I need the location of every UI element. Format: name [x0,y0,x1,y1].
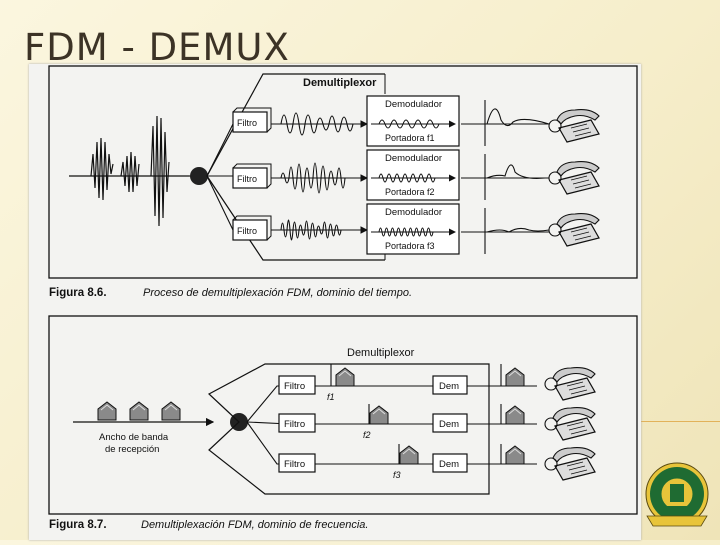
figure-8-6: Demultiplexor Filtro [48,65,638,299]
fig1-carrier-3: Portadora f3 [385,241,435,251]
fig1-filter-2: Filtro [237,174,257,184]
fig1-carrier-2: Portadora f2 [385,187,435,197]
fig2-filter-1: Filtro [284,381,305,392]
figures-svg: Demultiplexor Filtro [48,65,638,531]
fig2-freq-2: f2 [363,430,371,440]
fig2-demodulators: Dem Dem Dem [432,375,468,473]
fig2-bandwidth-line1: Ancho de banda [99,432,169,443]
fig1-caption-number: Figura 8.6. [49,287,107,299]
fig1-demod-2: Demodulador [385,153,442,164]
fig1-filtered-waves [271,112,369,241]
fig1-carrier-1: Portadora f1 [385,133,435,143]
composite-signal [69,115,189,227]
fig1-demodulators: Demodulador Demodulador Demodulador Port… [366,95,460,255]
fig2-freq-3: f3 [393,470,401,480]
slide-title: FDM - DEMUX [24,26,290,69]
fig1-split-node [190,167,208,185]
decorative-line [640,421,720,422]
fig2-output-bands [505,367,525,465]
fig1-caption-text: Proceso de demultiplexación FDM, dominio… [143,287,412,299]
fig2-caption-number: Figura 8.7. [49,519,107,531]
university-logo [645,462,709,527]
fig2-dem-2: Dem [439,419,459,430]
fig2-filters: Filtro Filtro Filtro [278,375,316,473]
fig2-filter-3: Filtro [284,459,305,470]
fig2-phones [544,367,596,481]
fig1-filter-1: Filtro [237,118,257,128]
fig2-freq-1: f1 [327,392,335,402]
fig2-filtered-bands [335,367,419,465]
fig2-bandwidth-line2: de recepción [105,444,159,455]
fig1-filters: Filtro Filtro Filtro [232,107,272,241]
figure-8-7: Demultiplexor Ancho de banda de recepció… [48,315,638,531]
fig1-demux-header: Demultiplexor [303,77,377,89]
fig2-filter-2: Filtro [284,419,305,430]
fig2-caption-text: Demultiplexación FDM, dominio de frecuen… [141,519,368,531]
fig1-output-signals [461,100,550,254]
fig1-filter-3: Filtro [237,226,257,236]
fig2-demux-header: Demultiplexor [347,347,415,359]
fig2-dem-3: Dem [439,459,459,470]
fig1-phones [548,108,600,247]
scanned-figures: Demultiplexor Filtro [29,64,641,540]
fig1-demod-3: Demodulador [385,207,442,218]
fig2-input-bands [97,401,181,421]
fig2-dem-1: Dem [439,381,459,392]
fig1-demod-1: Demodulador [385,99,442,110]
